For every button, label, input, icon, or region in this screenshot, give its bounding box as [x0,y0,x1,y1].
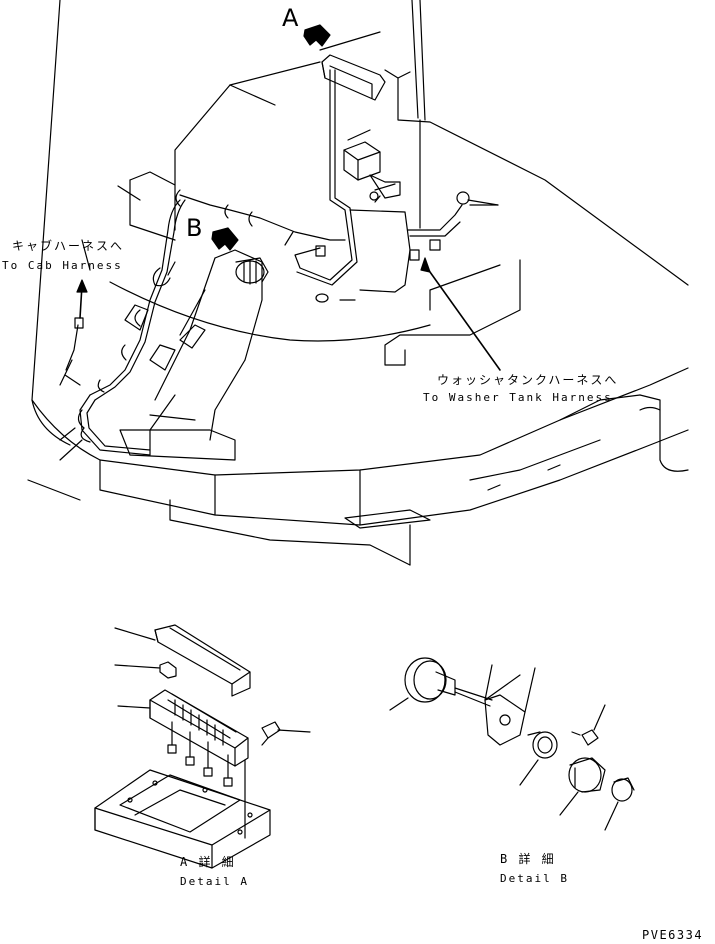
callout-b-label: B [186,214,203,242]
arrow-a-icon [303,24,331,47]
cab-harness-en-label: To Cab Harness [2,259,123,272]
cab-body-outline [31,0,689,566]
washer-harness-en-label: To Washer Tank Harness [423,391,613,404]
detail-b-drawing [389,657,635,831]
detail-b-jp-label: B 詳 細 [500,852,556,866]
control-console [119,171,269,461]
drawing-code-label: PVE6334 [642,928,704,942]
washer-harness-jp-label: ウォッシャタンクハーネスへ [437,373,619,387]
detail-a-jp-label: A 詳 細 [180,855,236,869]
detail-b-en-label: Detail B [500,872,569,885]
cab-harness-jp-label: キャブハーネスへ [12,239,125,253]
leader-lines [27,31,501,501]
arrow-b-icon [211,227,239,251]
detail-a-en-label: Detail A [180,875,249,888]
detail-a-drawing [94,624,311,869]
wire-harness [59,69,463,456]
callout-a-label: A [282,4,299,32]
fuse-box-connector [321,54,499,301]
